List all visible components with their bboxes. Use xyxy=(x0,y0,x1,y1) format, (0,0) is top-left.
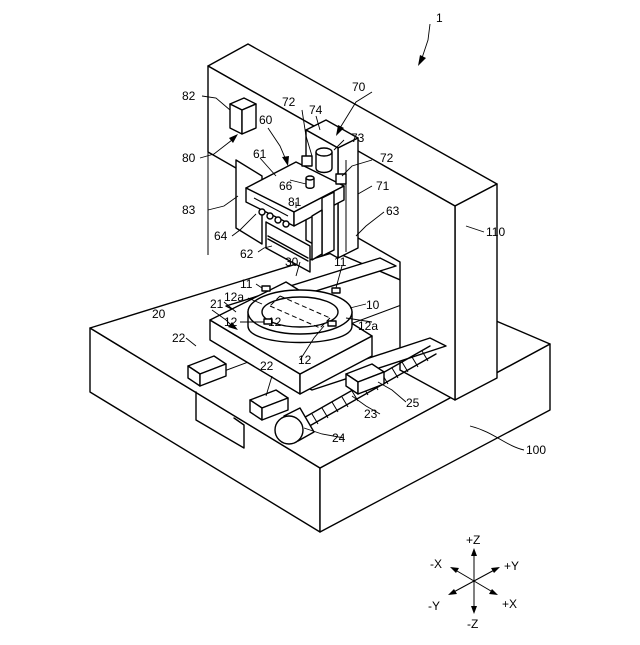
label-20: 20 xyxy=(152,307,166,321)
label-24: 24 xyxy=(332,431,346,445)
label-82: 82 xyxy=(182,89,196,103)
label-10: 10 xyxy=(366,298,380,312)
axis-label-py: +Y xyxy=(504,559,519,573)
axis-label-ny: -Y xyxy=(428,599,440,613)
label-30: 30 xyxy=(285,255,299,269)
label-74: 74 xyxy=(309,103,323,117)
label-64: 64 xyxy=(214,229,228,243)
label-63: 63 xyxy=(386,204,400,218)
label-23: 23 xyxy=(364,407,378,421)
label-66: 66 xyxy=(279,179,293,193)
label-71: 71 xyxy=(376,179,390,193)
axis-label-pz: +Z xyxy=(466,533,480,547)
axis-indicator: +Z -Z -X +Y -Y +X xyxy=(428,533,519,631)
label-60: 60 xyxy=(259,113,273,127)
label-11-right: 11 xyxy=(334,255,347,269)
axis-label-nx: -X xyxy=(430,557,442,571)
label-80: 80 xyxy=(182,151,196,165)
label-110: 110 xyxy=(486,225,505,239)
label-25: 25 xyxy=(406,396,420,410)
label-12-ring: 12 xyxy=(268,315,282,329)
label-61: 61 xyxy=(253,147,267,161)
label-22-front: 22 xyxy=(260,359,274,373)
label-12-bottom: 12 xyxy=(298,353,312,367)
label-72-top: 72 xyxy=(282,95,296,109)
label-22-left: 22 xyxy=(172,331,186,345)
label-81: 81 xyxy=(288,195,302,209)
axis-label-nz: -Z xyxy=(467,617,478,631)
label-72-right: 72 xyxy=(380,151,394,165)
label-12a-left: 12a xyxy=(224,290,244,304)
label-62: 62 xyxy=(240,247,254,261)
label-21: 21 xyxy=(210,297,224,311)
label-70: 70 xyxy=(352,80,366,94)
label-11-left: 11 xyxy=(240,277,253,291)
label-12a-right: 12a xyxy=(358,319,378,333)
axis-label-px: +X xyxy=(502,597,517,611)
label-assembly: 1 xyxy=(436,11,443,25)
label-100: 100 xyxy=(526,443,546,457)
label-73: 73 xyxy=(351,131,365,145)
control-box xyxy=(230,98,256,134)
label-12-left: 12 xyxy=(224,315,238,329)
label-83: 83 xyxy=(182,203,196,217)
